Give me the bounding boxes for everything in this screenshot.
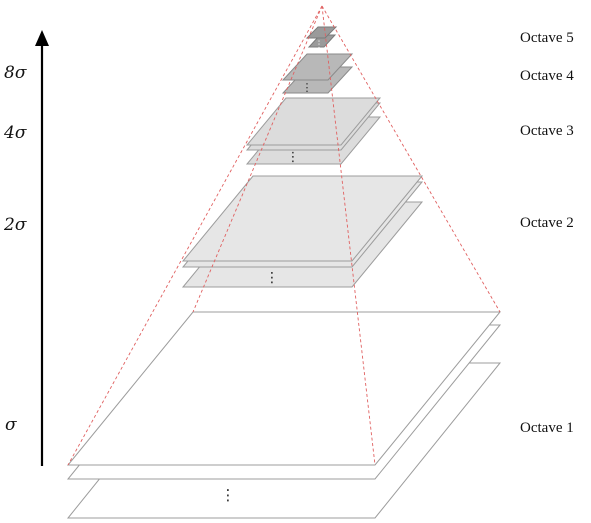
octave-2-ellipsis: ⋮ [265, 270, 279, 286]
scale-label-sigma: σ [5, 415, 17, 435]
pyramid-edge-front-right [321, 5, 376, 466]
octave-4-layer-top [281, 53, 354, 81]
pyramid-edge-front-left [67, 5, 323, 466]
octave-5-layer-bottom [307, 34, 337, 48]
pyramid-edge-back-left [192, 5, 323, 313]
octave-label-2: Octave 2 [520, 215, 574, 231]
octave-3-ellipsis: ⋮ [287, 150, 300, 165]
scale-axis [35, 30, 49, 466]
scale-label-4sigma: 4σ [3, 123, 27, 143]
octave-3-layer-top [245, 97, 382, 146]
octave-1-ellipsis: ⋮ [221, 486, 236, 504]
octave-label-1: Octave 1 [520, 420, 574, 436]
octave-3-stack: ⋮ [245, 97, 382, 165]
pyramid-edges [67, 5, 501, 466]
octave-5-stack: ⋮ [305, 26, 338, 50]
octave-label-4: Octave 4 [520, 68, 574, 84]
octave-5-layer-top [305, 26, 338, 39]
scale-label-2sigma: 2σ [3, 215, 27, 235]
scale-label-8sigma: 8σ [4, 63, 27, 83]
octave-label-5: Octave 5 [520, 30, 574, 46]
octave-1-stack: ⋮ [66, 311, 502, 519]
octave-4-ellipsis: ⋮ [302, 81, 313, 94]
octave-4-stack: ⋮ [281, 53, 354, 94]
scale-axis-arrowhead [35, 30, 49, 46]
octave-2-layer-top [181, 175, 424, 262]
octave-1-layer-top [66, 311, 502, 466]
octave-label-3: Octave 3 [520, 123, 574, 139]
octave-2-stack: ⋮ [181, 175, 424, 288]
pyramid-edge-back-right [321, 5, 501, 313]
octave-5-ellipsis: ⋮ [315, 40, 324, 50]
